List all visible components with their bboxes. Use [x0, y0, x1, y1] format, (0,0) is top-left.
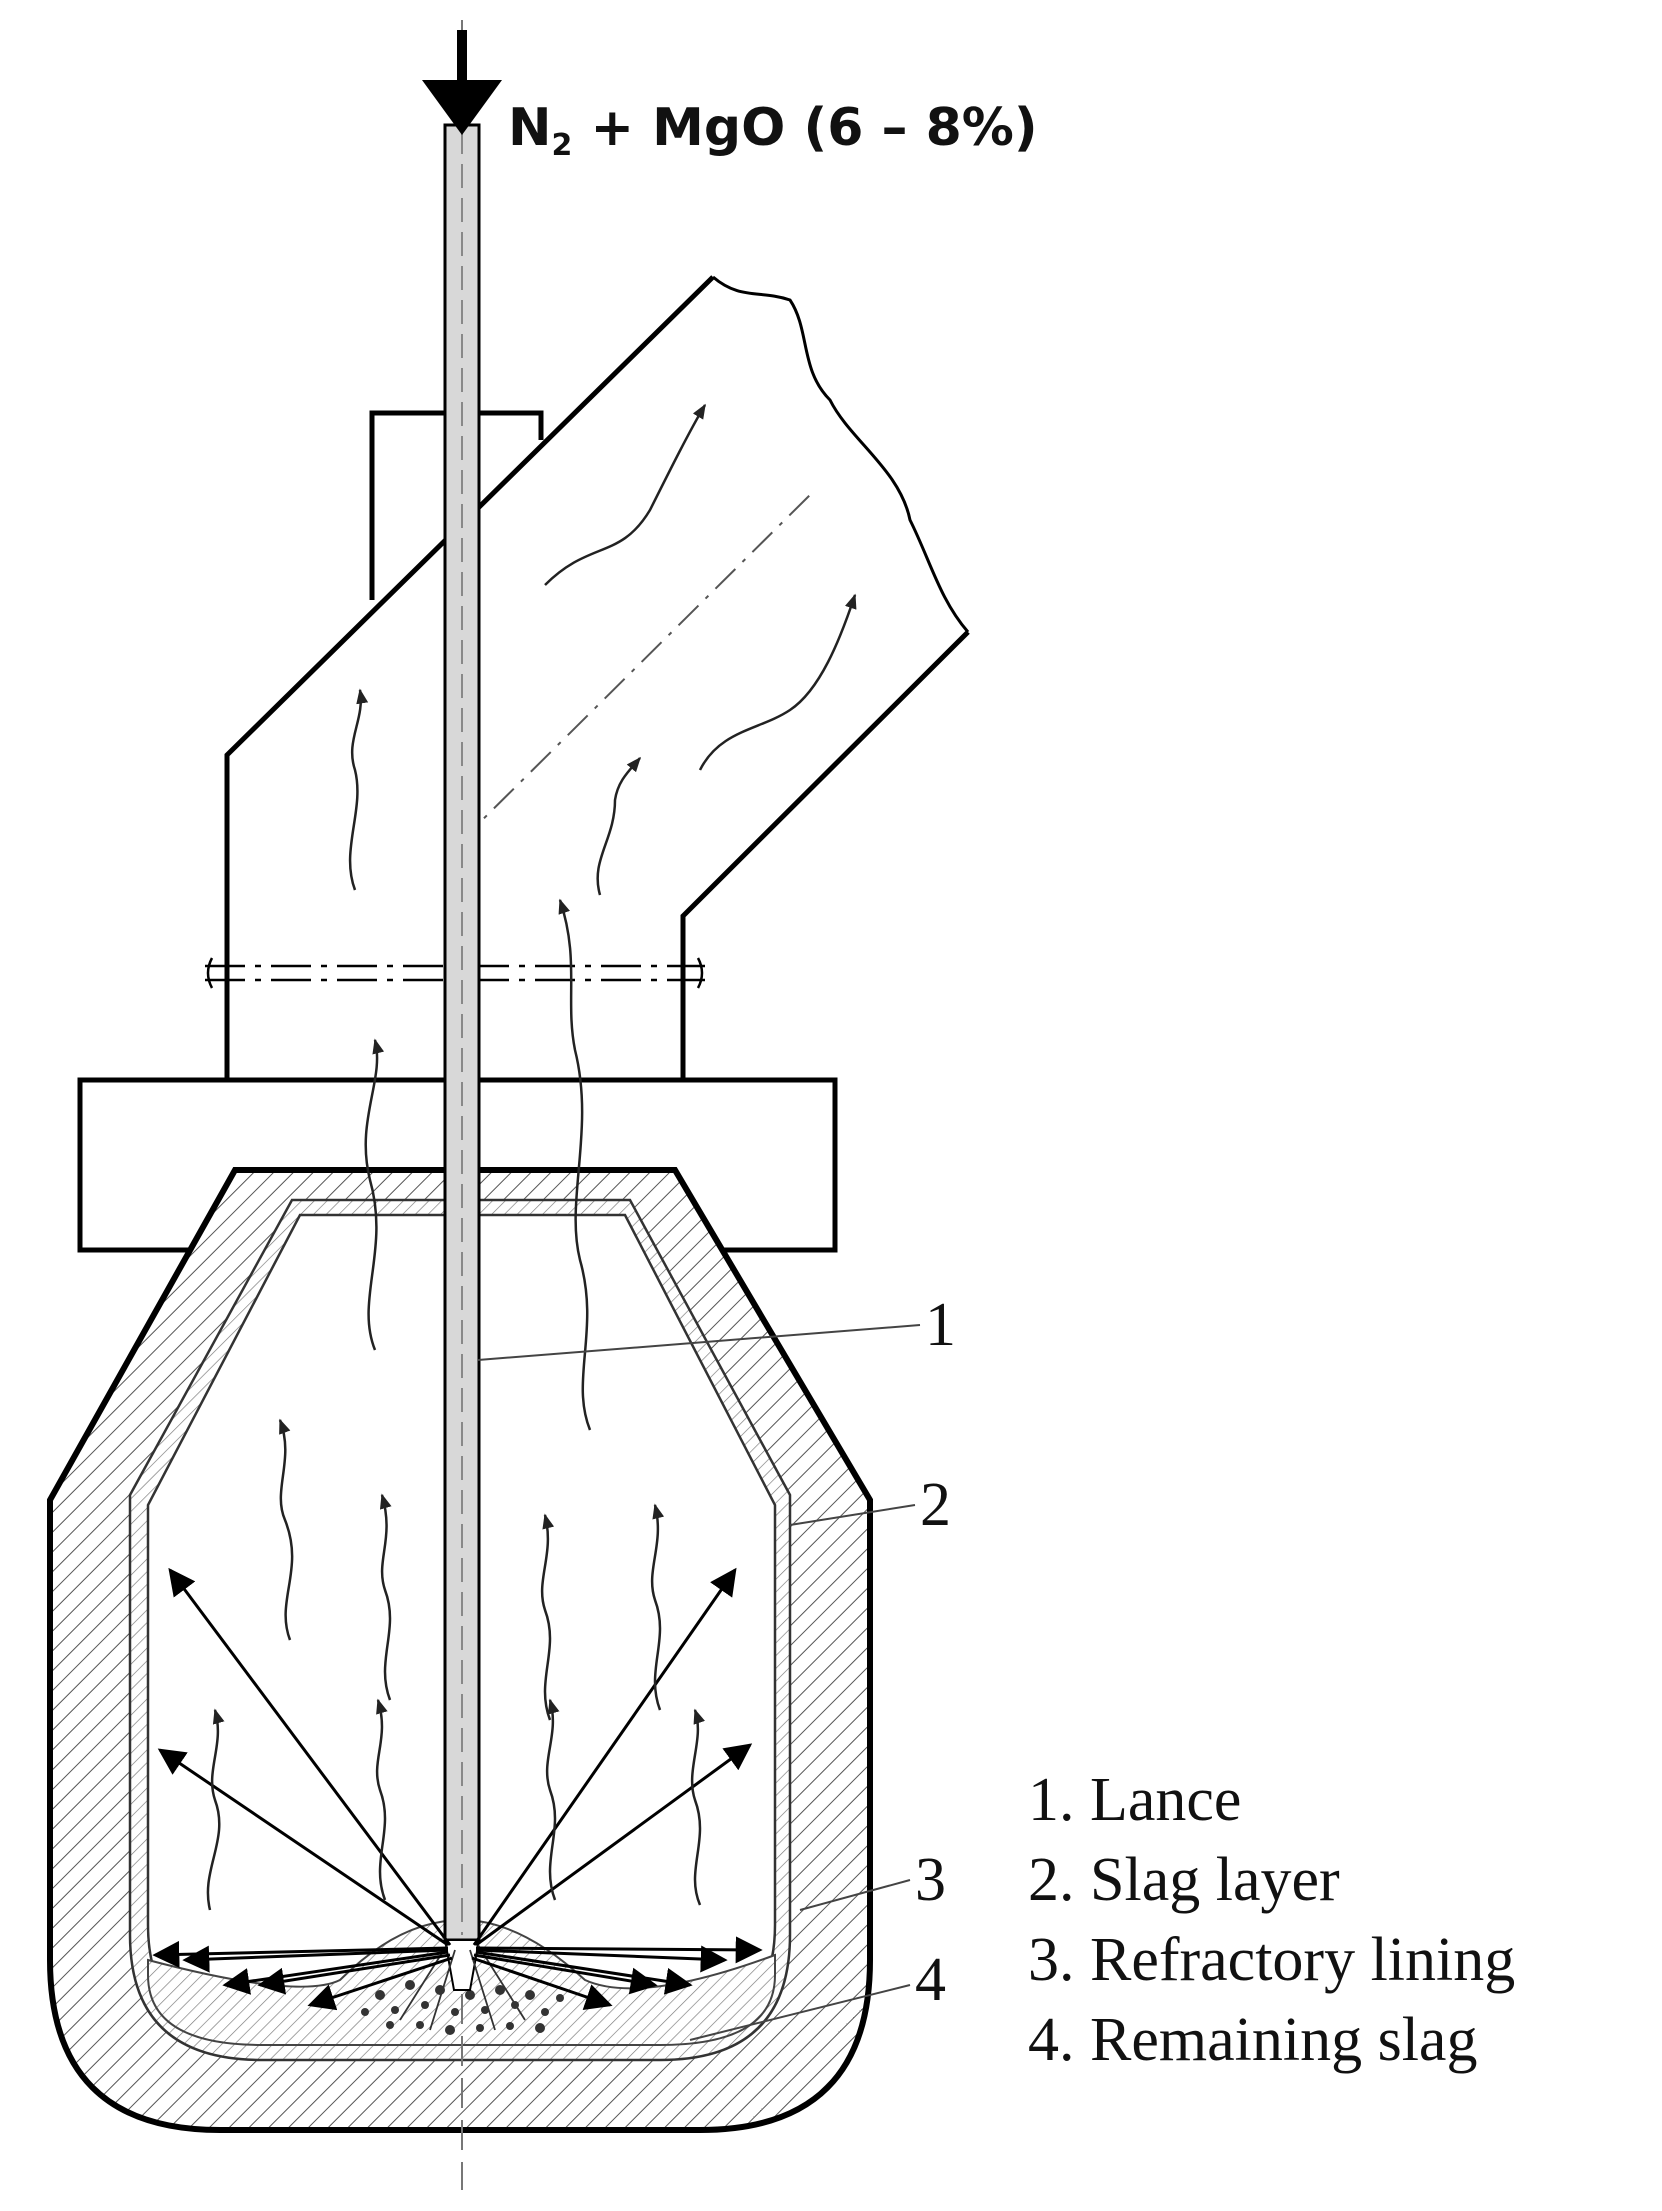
callout-leaders	[477, 1324, 921, 2041]
gas-input-arrow	[422, 30, 502, 135]
callout-1: 1	[925, 1291, 956, 1359]
callout-3: 3	[915, 1846, 946, 1914]
callout-2: 2	[920, 1471, 951, 1539]
legend-item-refractory-lining: 3. Refractory lining	[1028, 1926, 1516, 1994]
legend: 1. Lance 2. Slag layer 3. Refractory lin…	[1028, 1760, 1515, 2080]
legend-item-remaining-slag: 4. Remaining slag	[1028, 2006, 1478, 2074]
jet-arrows	[152, 1567, 763, 2011]
legend-item-lance: 1. Lance	[1028, 1766, 1242, 1834]
callout-4: 4	[915, 1946, 946, 2014]
gas-input-label: N2 + MgO (6 – 8%)	[508, 98, 1038, 163]
offgas-hood	[224, 275, 970, 1080]
legend-item-slag-layer: 2. Slag layer	[1028, 1846, 1340, 1914]
lance	[399, 123, 526, 2031]
